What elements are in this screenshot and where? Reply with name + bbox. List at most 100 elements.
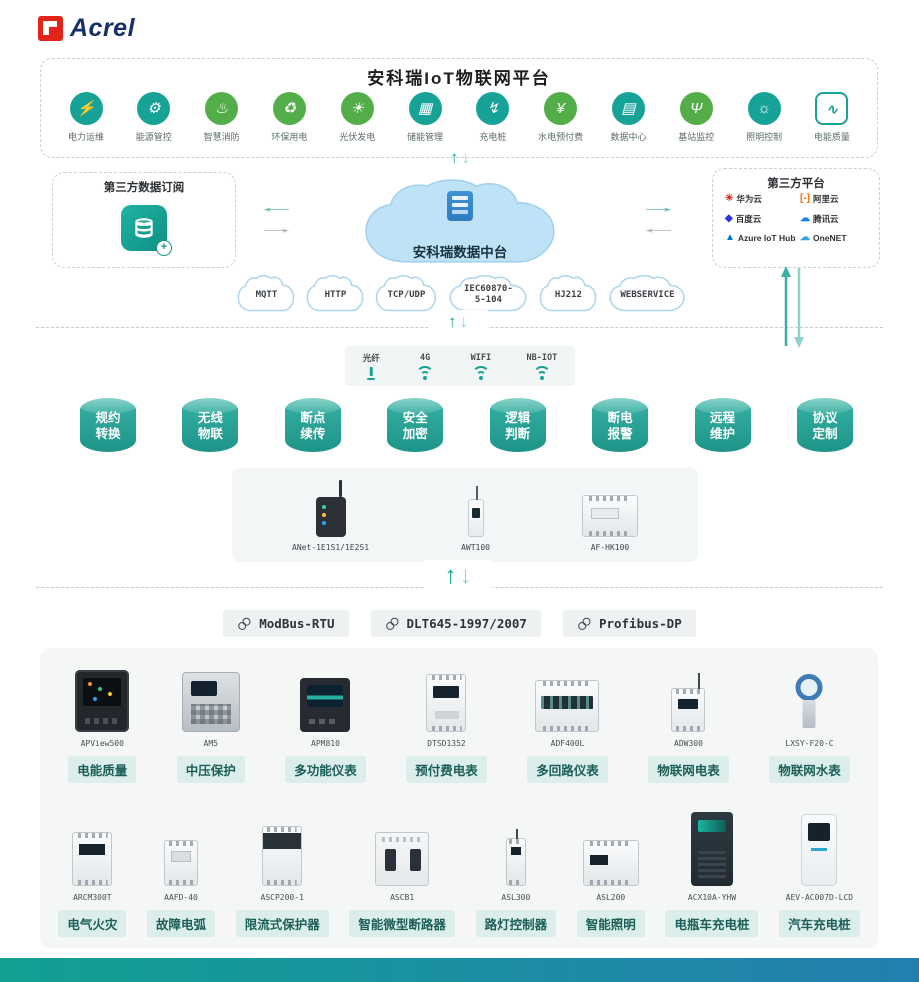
protocol-cloud: TCP/UDP [374, 274, 438, 314]
gateway-device-holder [315, 480, 346, 537]
app-label: 能源管控 [135, 132, 172, 142]
capability-label: 安全加密 [402, 410, 428, 441]
device-category-tag: 电能质量 [68, 756, 137, 783]
device-model: ASL300 [501, 893, 531, 902]
device-model: LXSY-F20-C [785, 739, 834, 748]
device-holder [671, 668, 706, 732]
capabilities-row: 规约转换 无线物联 断点续传 安全加密 逻辑判断 断电报警 远程维护 [80, 398, 853, 452]
third-party-platforms-panel: 第三方平台 ✳ 华为云 [-] 阿里云 ◆ 百度云 ☁ [712, 168, 880, 268]
platform-app: ☼ 照明控制 [733, 92, 795, 143]
device-category-tag: 智能照明 [576, 910, 645, 937]
provider-name: 腾讯云 [813, 214, 839, 224]
devices-panel: APView500 电能质量 AM5 中压保护 APM810 [40, 648, 878, 948]
app-label: 储能管理 [407, 132, 444, 142]
gateway-device-image [315, 480, 346, 537]
device-category-tag: 预付费电表 [406, 756, 487, 783]
capability-label: 断点续传 [300, 410, 326, 441]
app-label: 电力运维 [67, 132, 104, 142]
device-category-tag: 电瓶车充电桩 [665, 910, 759, 937]
protocol-name: WEBSERVICE [620, 289, 675, 300]
plus-badge-icon: + [156, 240, 172, 256]
device-image [794, 674, 824, 732]
device-image [671, 673, 706, 732]
device-image [801, 814, 838, 886]
platform-app: ☀ 光伏发电 [326, 92, 388, 143]
device-image [164, 840, 199, 886]
platform-apps-panel: 安科瑞IoT物联网平台 ⚡ 电力运维 ⚙ 能源管控 ♨ 智慧消防 [40, 58, 878, 158]
device-card: DTSD1352 预付费电表 [406, 668, 487, 783]
app-icon: ¥ [544, 92, 578, 125]
capability-cylinder: 逻辑判断 [489, 398, 546, 452]
app-icon-glyph: ▤ [621, 100, 636, 117]
gateway-device-holder [581, 491, 638, 537]
device-holder [535, 668, 600, 732]
connectivity-bar: 光纤 4G WIFI NB-IOT [345, 346, 575, 386]
updown-arrow-icon: ↑↓ [450, 148, 470, 167]
device-model: DTSD1352 [427, 739, 466, 748]
device-image [262, 826, 303, 886]
app-icon-glyph: ∿ [826, 100, 838, 117]
device-holder [164, 808, 199, 886]
device-category-tag: 汽车充电桩 [779, 910, 860, 937]
platform-app: ♻ 环保用电 [258, 92, 320, 143]
fieldbus-protocol-pill: Profibus-DP [562, 610, 696, 637]
provider-logo-icon: ◆ [725, 213, 733, 224]
device-image [690, 812, 733, 886]
provider-name: 阿里云 [813, 194, 839, 204]
device-category-tag: 电气火灾 [58, 910, 127, 937]
capability-label: 远程维护 [710, 410, 736, 441]
gateway-device-holder [467, 486, 484, 537]
app-icon-glyph: ♨ [214, 100, 229, 117]
gateway-model: AWT100 [461, 543, 490, 552]
device-image [375, 832, 430, 886]
devices-row-2: ARCM300T 电气火灾 AAFD-40 故障电弧 ASCP200-1 [48, 808, 870, 937]
device-card: ARCM300T 电气火灾 [58, 808, 127, 937]
platform-app: ▦ 储能管理 [394, 92, 456, 143]
capability-label: 断电报警 [607, 410, 633, 441]
device-holder [72, 808, 113, 886]
app-label: 光伏发电 [339, 132, 376, 142]
platform-app: ⚙ 能源管控 [123, 92, 185, 143]
app-icon-glyph: ☼ [757, 100, 771, 117]
app-icon: ♻ [272, 92, 306, 125]
capability-cylinder: 安全加密 [387, 398, 444, 452]
protocol-name: MQTT [255, 289, 278, 300]
device-model: ASL200 [596, 893, 626, 902]
connectivity-label: NB-IOT [526, 353, 558, 363]
capability-cylinder: 断电报警 [592, 398, 649, 452]
capability-label: 规约转换 [95, 410, 121, 441]
gateway-card: AWT100 [461, 486, 490, 552]
fieldbus-protocol-pill: ModBus-RTU [223, 610, 349, 637]
protocol-cloud: HJ212 [538, 274, 598, 314]
app-label: 智慧消防 [203, 132, 240, 142]
app-icon-glyph: ♻ [282, 100, 297, 117]
device-category-tag: 中压保护 [176, 756, 245, 783]
fieldbus-protocol-name: Profibus-DP [598, 616, 682, 631]
device-card: ADF400L 多回路仪表 [527, 668, 608, 783]
device-category-tag: 故障电弧 [147, 910, 216, 937]
app-icon-glyph: ▦ [417, 100, 433, 117]
fiber-icon [364, 367, 378, 380]
device-model: AM5 [203, 739, 218, 748]
platform-app: ∿ 电能质量 [801, 92, 863, 143]
capability-cylinder: 协议定制 [796, 398, 853, 452]
device-category-tag: 多回路仪表 [527, 756, 608, 783]
fieldbus-protocol-name: DLT645-1997/2007 [406, 616, 527, 631]
app-icon: ♨ [205, 92, 239, 125]
gateway-panel: ANet-1E1S1/1E2S1 AWT100 AF-HK100 [232, 468, 698, 562]
device-card: ASL300 路灯控制器 [475, 808, 557, 937]
device-category-tag: 智能微型断路器 [349, 910, 455, 937]
link-icon [574, 614, 593, 633]
gateway-device-image [467, 486, 484, 537]
provider-logo-icon: ✳ [725, 193, 734, 204]
device-holder [505, 808, 526, 886]
app-icon-glyph: ☀ [350, 100, 364, 117]
device-card: ASCP200-1 限流式保护器 [235, 808, 329, 937]
platform-app: ↯ 充电桩 [462, 92, 524, 143]
capability-cylinder: 规约转换 [80, 398, 136, 452]
capability-cylinder: 无线物联 [182, 398, 239, 452]
provider-logo-icon: [-] [800, 193, 810, 204]
protocol-name: HTTP [324, 289, 347, 300]
gateway-card: ANet-1E1S1/1E2S1 [292, 480, 369, 552]
